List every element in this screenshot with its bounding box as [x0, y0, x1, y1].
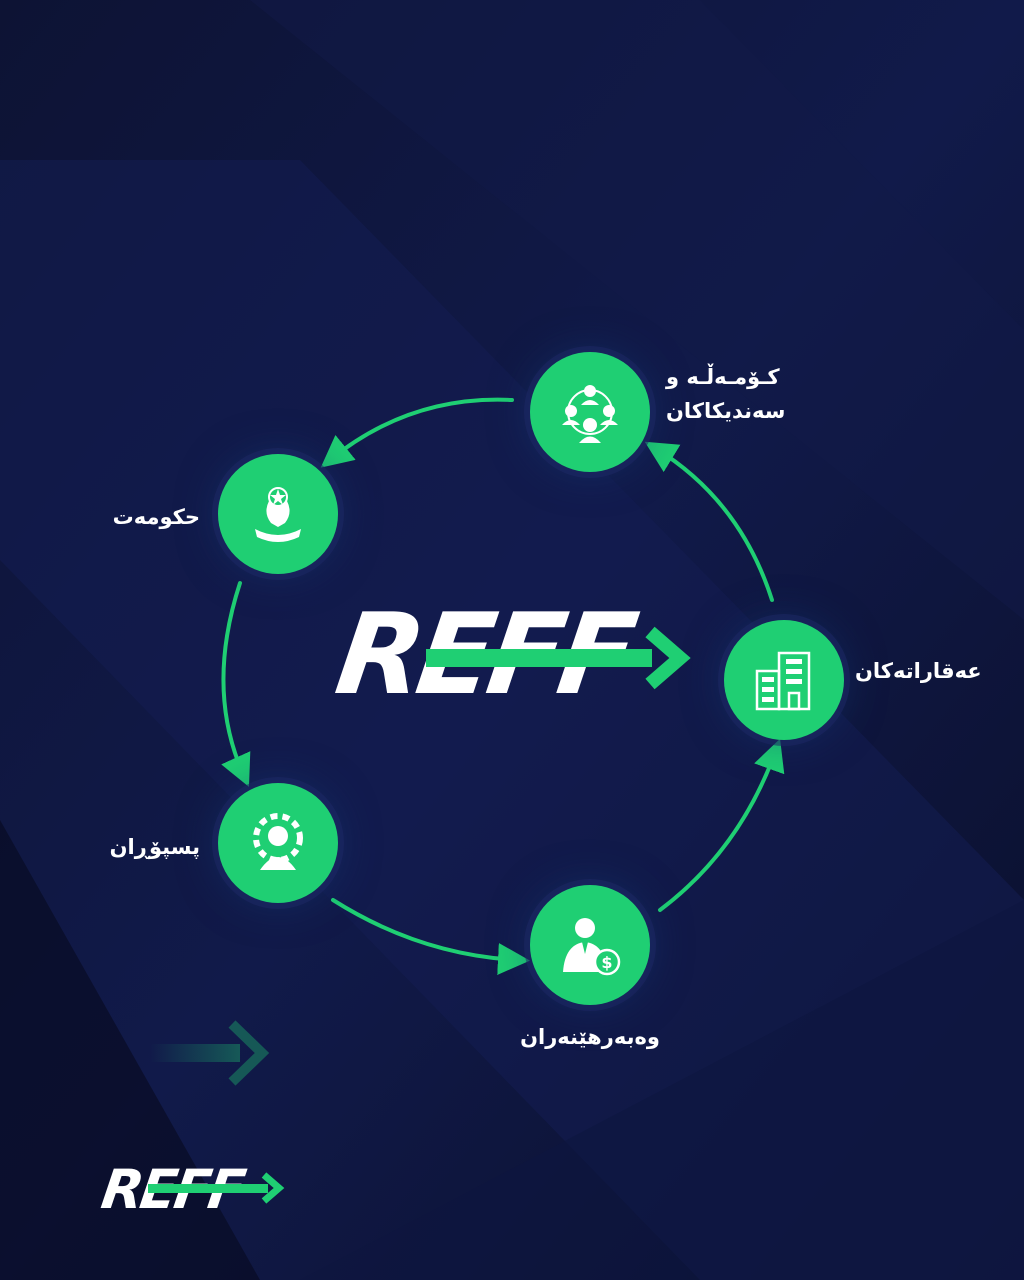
- brand-logo-small: REFF: [97, 1158, 247, 1221]
- label-unions-line2: سەندیکاکان: [666, 399, 786, 423]
- node-unions: [530, 352, 650, 472]
- people-network-icon: [562, 385, 618, 443]
- node-investors: $: [530, 885, 650, 1005]
- node-government: [218, 454, 338, 574]
- label-unions: کـۆمـەڵـە و سەندیکاکان: [666, 360, 785, 428]
- investor-dollar-icon: $: [563, 918, 621, 976]
- label-experts: پسپۆڕان: [109, 835, 200, 859]
- node-experts: [218, 783, 338, 903]
- brand-logo-main: REFF: [328, 590, 639, 720]
- label-investors: وەبەرهێنەران: [520, 1025, 660, 1049]
- ghost-arrow-icon: [150, 1020, 270, 1086]
- label-unions-line1: کـۆمـەڵـە و: [666, 365, 780, 389]
- person-gear-icon: [253, 813, 303, 870]
- label-government: حکومەت: [112, 505, 200, 529]
- node-real-estate: [724, 620, 844, 740]
- building-icon: [755, 651, 811, 711]
- kurdistan-emblem-icon: [255, 487, 301, 542]
- label-real-estate: عەقاراتەکان: [855, 659, 982, 683]
- svg-text:$: $: [601, 953, 612, 972]
